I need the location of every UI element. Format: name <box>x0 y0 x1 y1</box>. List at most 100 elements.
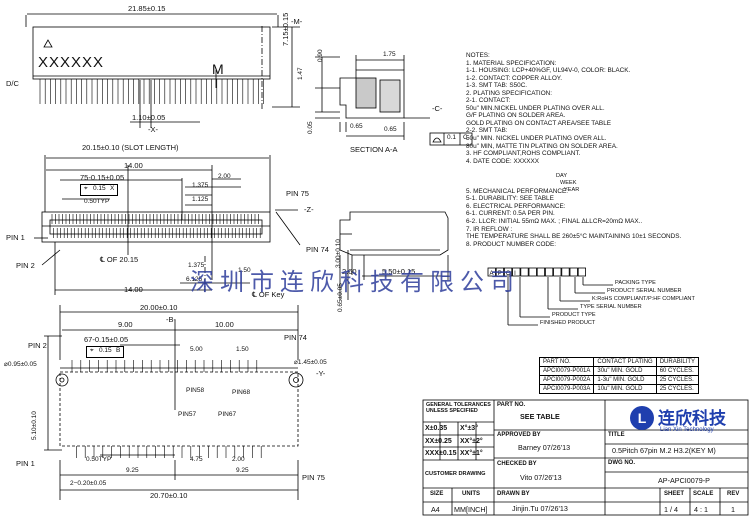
pn-prefix-letter: I <box>514 271 516 277</box>
height-dim: 7.15±0.15 <box>281 12 290 46</box>
pn-code-box <box>561 267 570 277</box>
logo-mark-icon: L <box>630 406 654 430</box>
pn-code-label: PRODUCT SERIAL NUMBER <box>607 288 682 294</box>
pn-code-box <box>503 267 513 277</box>
note-line: 4. DATE CODE: XXXXXX <box>466 157 540 165</box>
checked-label: CHECKED BY <box>497 461 537 467</box>
top-view-outline <box>25 13 279 80</box>
note-line: 2-1. CONTACT: <box>466 97 511 105</box>
note-line: 1. MATERIAL SPECIFICATION: <box>466 59 557 67</box>
plating-table-cell: 60 CYCLES. <box>655 366 700 376</box>
pn-code-box <box>577 267 587 277</box>
layout-d150: 1.50 <box>236 346 249 353</box>
flatness-value: 0.1 <box>447 134 457 141</box>
units-value: MM[INCH] <box>454 505 488 514</box>
position-symbol: ⌖ <box>84 185 88 192</box>
side-d550: 5.50±0.15 <box>382 267 416 276</box>
layout-position-frame: ⌖ 0.15 B <box>86 346 124 358</box>
key-letter: M <box>212 61 224 77</box>
pn-prefix-letter: P <box>498 271 502 277</box>
section-d090: 0.90 <box>317 49 324 62</box>
datum-m: -M- <box>291 17 303 26</box>
company-name-en: Lian Xin Technology <box>660 427 714 433</box>
title-value: 0.5Pitch 67pin M.2 H3.2(KEY M) <box>612 446 716 455</box>
sheet-value: 1 / 4 <box>664 505 678 514</box>
layout-d145: ⌀1.45±0.05 <box>294 359 327 366</box>
company-watermark: 深圳市连欣科技有限公司 <box>190 268 520 296</box>
tolerance-header: GENERAL TOLERANCES UNLESS SPECIFIED <box>426 402 491 414</box>
size-label: SIZE <box>430 491 444 497</box>
note-line <box>466 173 746 181</box>
note-line: 5. MECHANICAL PERFORMANCE: <box>466 187 569 195</box>
layout-d925a: 9.25 <box>126 467 139 474</box>
tolerance-value: XXX±0.15 <box>425 450 457 457</box>
front-cl-of: ℄ OF 20.15 <box>100 255 139 264</box>
side-d260: 2.60 <box>342 267 357 276</box>
tolerance-value: XX°±2° <box>460 437 483 445</box>
customer-drawing-label: CUSTOMER DRAWING <box>425 471 486 477</box>
section-title: SECTION A-A <box>350 145 398 154</box>
layout-d500: 5.00 <box>190 346 203 353</box>
scale-label: SCALE <box>693 491 714 497</box>
pn-code-box <box>520 267 529 277</box>
part-no-value: SEE TABLE <box>520 412 560 421</box>
layout-d67: 67-0.15±0.05 <box>84 335 129 344</box>
section-d065a: 0.65 <box>350 123 363 130</box>
note-line: 1-3. SMT TAB: S50C. <box>466 82 528 90</box>
position-ref: X <box>110 185 115 192</box>
layout-d2x: 2−0.20±0.05 <box>70 480 107 487</box>
note-line: 1-2. CONTACT: COPPER ALLOY. <box>466 74 563 82</box>
layout-pin57: PIN57 <box>178 411 197 418</box>
front-d1125: 1.125 <box>192 196 209 203</box>
note-line: 80u" MIN, MATTE TIN PLATING ON SOLDER AR… <box>466 142 618 150</box>
note-line: NOTES: <box>466 52 490 59</box>
datum-c: -C- <box>432 104 443 113</box>
layout-d200: 2.00 <box>232 456 245 463</box>
datum-y: -Y- <box>316 369 326 378</box>
layout-pin68: PIN68 <box>232 389 251 396</box>
front-d6125: 6.125 <box>186 276 203 283</box>
pn-code-label: FINISHED PRODUCT <box>540 320 596 326</box>
note-line: 7. IR REFLOW : <box>466 225 513 233</box>
pn-code-label: PACKING TYPE <box>615 280 656 286</box>
layout-d050typ: 0.50TYP <box>86 456 112 463</box>
note-line: GOLD PLATING ON CONTACT AREA/SEE TABLE <box>466 119 612 127</box>
datum-b: -B- <box>166 315 176 324</box>
part-no-label: PART NO. <box>497 402 526 408</box>
approved-value: Barney 07/26'13 <box>518 443 571 452</box>
layout-position-ref: B <box>116 347 121 354</box>
plating-table-cell: APCI0079-P002A <box>538 375 595 385</box>
note-line: 2. PLATING SPECIFICATION: <box>466 89 553 97</box>
slot-length-dim: 20.15±0.10 (SLOT LENGTH) <box>82 143 179 152</box>
plating-table-cell: DURABILITY <box>655 357 700 367</box>
note-line: 3. HF COMPLIANT,ROHS COMPLIANT. <box>466 150 581 158</box>
plating-table-cell: 25 CYCLES. <box>655 384 700 394</box>
note-line: 6-2. LLCR: INITIAL 55mΩ MAX. ; FINAL ΔLL… <box>466 218 643 226</box>
plating-table-cell: APCI0079-P003A <box>538 384 595 394</box>
dwg-no-label: DWG NO. <box>608 460 635 466</box>
section-view <box>315 55 430 140</box>
layout-position-tol: 0.15 <box>99 347 112 354</box>
pn-code-label: K:RoHS COMPLIANT/P:HF COMPLIANT <box>592 296 695 302</box>
note-line: THE TEMPERATURE SHALL BE 260±5°C MAINTAI… <box>466 233 682 241</box>
pn-code-box <box>536 267 546 277</box>
section-d147: 1.47 <box>297 67 304 80</box>
pn-code-label: PRODUCT TYPE <box>552 312 596 318</box>
layout-view <box>44 305 304 500</box>
approved-label: APPROVED BY <box>497 432 541 438</box>
front-d14a: 14.00 <box>124 161 143 170</box>
front-d75: 75-0.15±0.05 <box>80 173 125 182</box>
front-d200: 2.00 <box>218 173 231 180</box>
note-line: 5-1. DURABILITY: SEE TABLE <box>466 195 554 203</box>
dc-label: D/C <box>6 79 19 88</box>
section-d065b: 0.65 <box>384 126 397 133</box>
layout-pin58: PIN58 <box>186 387 205 394</box>
pn-code-box <box>487 267 496 277</box>
front-d050typ: 0.50TYP <box>84 198 110 205</box>
plating-table-cell: CONTACT PLATING <box>593 357 657 367</box>
date-week-label: WEEK <box>560 180 577 186</box>
plating-table-cell: 1-3u" MIN. GOLD <box>593 375 657 385</box>
